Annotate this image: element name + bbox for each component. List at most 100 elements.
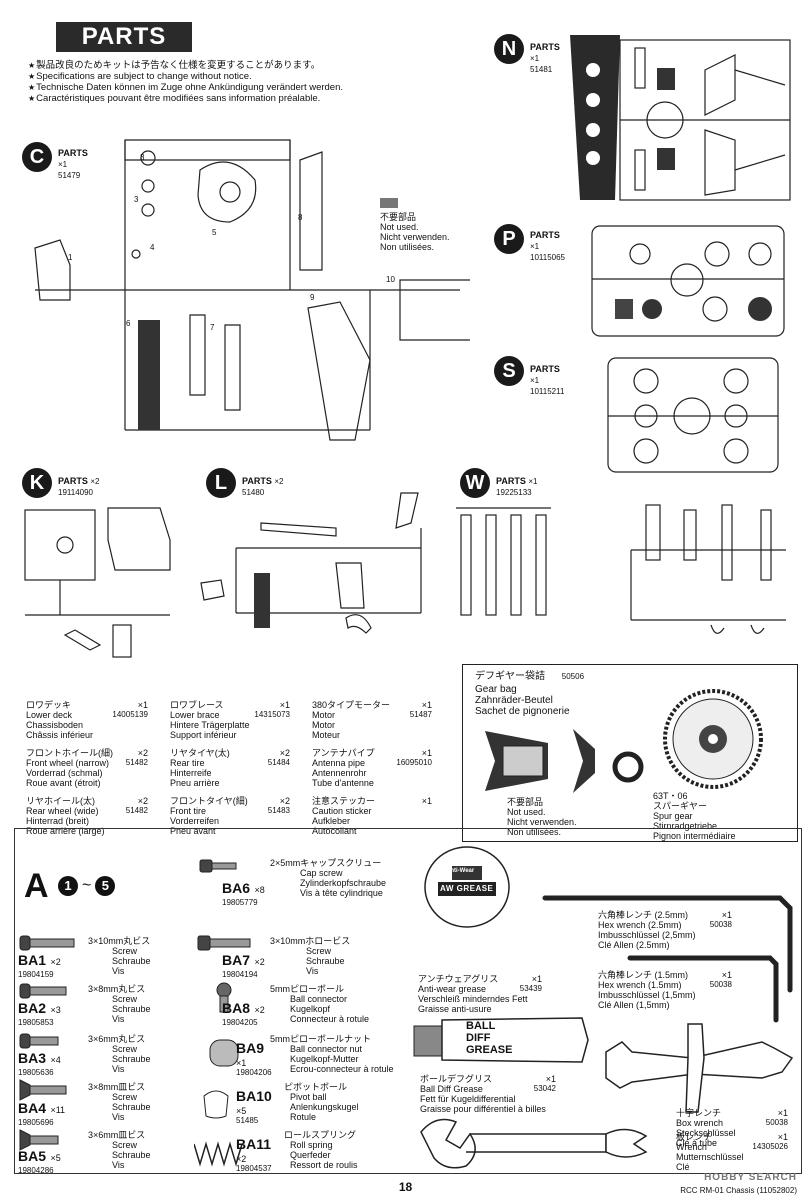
item-fr: Pneu arrière [170, 778, 220, 788]
spur-gear-jp: スパーギヤー [653, 801, 708, 811]
hex-wrench-drawings [542, 895, 793, 1023]
parts-letter-w: W [460, 468, 490, 498]
ba8-number: 19804205 [222, 1018, 258, 1027]
ba7-number: 19804194 [222, 970, 258, 979]
parts-letter-k: K [22, 468, 52, 498]
item-qty: ×2 [279, 796, 290, 806]
ba1-de: Schraube [112, 956, 151, 966]
ba6-number: 19805779 [222, 898, 258, 907]
spur-gear-code: 63T・06 [653, 791, 688, 801]
item-de: Vorderrad (schmal) [26, 768, 103, 778]
parts-l-sprue-drawing [200, 492, 422, 634]
parts-letter-p: P [494, 224, 524, 254]
spur-gear-label: 63T・06 スパーギヤー Spur gear Stirnradgetriebe… [653, 791, 736, 841]
ba2-de: Schraube [112, 1004, 151, 1014]
item-de: Vorderreifen [170, 816, 220, 826]
item-qty: ×1 [137, 700, 148, 710]
spur-gear-en: Spur gear [653, 811, 693, 821]
item-qty: ×1 [421, 796, 432, 806]
page-number: 18 [398, 1180, 413, 1194]
ba3-fr: Vis [112, 1064, 125, 1074]
parts-p-label: PARTS ×1 10115065 [530, 230, 565, 263]
parts-n-qty: ×1 [530, 54, 540, 63]
ba3-en: Screw [112, 1044, 138, 1054]
ba3-jp: 3×6mm丸ビス [88, 1034, 146, 1044]
ba2-number: 19805853 [18, 1018, 54, 1027]
list-item-caution-sticker: 注意ステッカー×1 Caution sticker Aufkleber Auto… [312, 796, 432, 836]
parts-w-sprue-drawing [456, 504, 786, 634]
item-jp: フロントホイール(細) [26, 748, 113, 758]
parts-l-qty: ×2 [274, 477, 284, 486]
page-title: PARTS [56, 22, 192, 52]
svg-text:3: 3 [140, 153, 145, 162]
spur-gear-drawing [663, 689, 763, 789]
not-used-note: 不要部品 Not used. Nicht verwenden. Non util… [380, 212, 450, 252]
ba6-code: BA6 [222, 880, 251, 896]
svg-text:1: 1 [68, 253, 73, 262]
ba6-de: Zylinderkopfschraube [300, 878, 387, 888]
parts-c-title: PARTS [58, 148, 88, 158]
ba5-en: Screw [112, 1140, 138, 1150]
ba1-fr: Vis [112, 966, 125, 976]
screw-drawings-left [19, 935, 75, 1151]
ba8-entry: BA8 ×2 19804205 [222, 1000, 265, 1027]
aw-grease-icon [424, 846, 510, 928]
gear-bag-box: デフギヤー袋詰 50506 Gear bag Zahnräder-Beutel … [462, 664, 798, 842]
parts-c-qty: ×1 [58, 160, 68, 169]
tool-hex25-de: Imbusschlüssel (2,5mm) [598, 930, 696, 940]
item-fr: Châssis inférieur [26, 730, 94, 740]
aw-grease-big-text: AW GREASE [440, 884, 494, 893]
ba3-entry: BA3 ×4 19805636 [18, 1050, 61, 1077]
item-en: Motor [312, 710, 336, 720]
step-end-badge: 5 [95, 876, 116, 896]
model-code: RCC RM-01 Chassis (11052802) [680, 1186, 797, 1195]
tool-hex-25: 六角棒レンチ (2.5mm)×1 Hex wrench (2.5mm)50038… [598, 910, 732, 950]
ba11-entry: BA11 ×2 19804537 [236, 1136, 272, 1173]
parts-k-title-text: PARTS [58, 476, 88, 486]
bdg-en: Ball Diff Grease [420, 1084, 483, 1094]
bdg-code: 53042 [533, 1084, 556, 1093]
tool-flat-jp: 板レンチ [676, 1132, 713, 1142]
ba9-fr: Ecrou-connecteur à rotule [290, 1064, 394, 1074]
item-en: Lower brace [170, 710, 220, 720]
tool-hex15-en: Hex wrench (1.5mm) [598, 980, 682, 990]
item-en: Caution sticker [312, 806, 372, 816]
svg-text:7: 7 [210, 323, 215, 332]
bdg-de: Fett für Kugeldifferential [420, 1094, 516, 1104]
aw-grease-top-text: Anti-Wear [446, 868, 475, 874]
parts-p-qty: ×1 [530, 242, 540, 251]
notice-en: Specifications are subject to change wit… [28, 71, 343, 82]
ba2-fr: Vis [112, 1014, 125, 1024]
item-qty: ×2 [137, 796, 148, 806]
parts-p-code: 10115065 [530, 253, 565, 262]
parts-k-sprue-drawing [24, 507, 171, 658]
spur-gear-de: Stirnradgetriebe [653, 821, 718, 831]
ba9-number: 19804206 [236, 1068, 272, 1077]
ba8-jp: 5mmピローボール [270, 984, 344, 994]
svg-text:3: 3 [134, 195, 139, 204]
item-code: 51482 [125, 806, 148, 815]
parts-letter-c: C [22, 142, 52, 172]
notice-block: 製品改良のためキットは予告なく仕様を変更することがあります。 Specifica… [28, 60, 343, 104]
parts-l-title: PARTS ×2 [242, 476, 283, 487]
parts-p-sprue-drawing [591, 225, 785, 337]
tool-box-fr: Clé à tube [676, 1138, 718, 1148]
item-qty: ×1 [279, 700, 290, 710]
ba8-en: Ball connector [290, 994, 348, 1004]
ba10-qty: ×5 [236, 1106, 247, 1116]
item-code: 51483 [267, 806, 290, 815]
ba5-code: BA5 [18, 1148, 47, 1164]
ba6-en: Cap screw [300, 868, 343, 878]
list-item-front-wheel: フロントホイール(細)×2 Front wheel (narrow)51482 … [26, 748, 148, 788]
item-code: 51482 [125, 758, 148, 767]
item-jp: 380タイプモーター [312, 700, 391, 710]
not-used-en: Not used. [380, 222, 419, 232]
ba6-entry: BA6 ×8 19805779 [222, 880, 265, 907]
gear-not-used-de: Nicht verwenden. [507, 817, 577, 827]
item-fr: Roue avant (étroit) [26, 778, 101, 788]
